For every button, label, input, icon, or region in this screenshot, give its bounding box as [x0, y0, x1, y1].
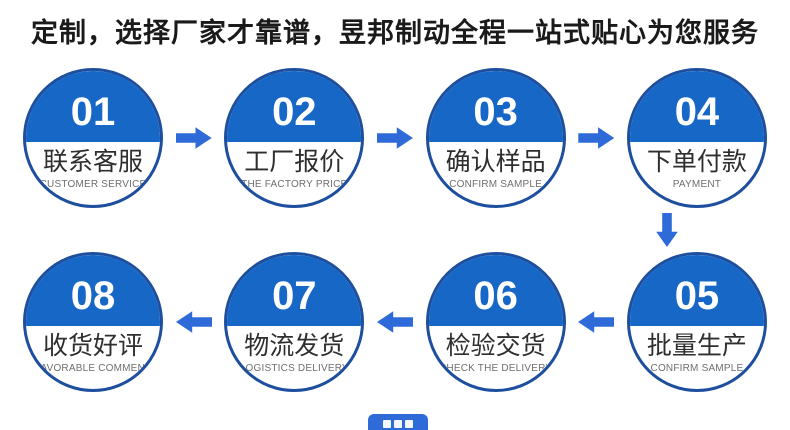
step-04-number-panel: 04	[629, 71, 764, 143]
arrow-right-icon	[578, 127, 615, 149]
step-circle-04: 04 下单付款 PAYMENT	[626, 68, 767, 208]
step-label-en: THE FACTORY PRICE	[241, 179, 348, 191]
step-label-cn: 工厂报价	[244, 148, 345, 177]
step-number: 07	[272, 273, 317, 318]
process-row-bottom: 08 收货好评 FAVORABLE COMMENT 07 物流发货 LOGIST…	[23, 252, 767, 392]
arrow-left-icon	[377, 310, 413, 334]
page-title: 定制，选择厂家才靠谱，昱邦制动全程一站式贴心为您服务	[31, 18, 759, 48]
step-07-number-panel: 07	[227, 255, 362, 327]
step-label-en: CONFIRM SAMPLE	[650, 363, 744, 375]
step-number: 02	[272, 89, 317, 134]
step-label-cn: 下单付款	[646, 148, 747, 177]
step-circle-03: 03 确认样品 CONFIRM SAMPLE	[425, 68, 566, 208]
step-label-cn: 确认样品	[445, 148, 546, 177]
bottom-cutoff-banner[interactable]	[368, 414, 428, 430]
step-03-number-panel: 03	[428, 71, 563, 143]
arrow-down-icon	[656, 213, 678, 247]
step-label-cn: 批量生产	[646, 332, 747, 361]
step-circle-01: 01 联系客服 CUSTOMER SERVICE	[23, 68, 163, 208]
step-number: 05	[674, 273, 720, 318]
step-label-en: CONFIRM SAMPLE	[449, 179, 543, 191]
glyph-mark	[394, 420, 402, 428]
arrow-right-icon	[175, 127, 212, 149]
step-number: 04	[674, 89, 720, 134]
step-circle-05: 05 批量生产 CONFIRM SAMPLE	[626, 252, 767, 392]
arrow-left-icon	[176, 310, 212, 334]
step-05-number-panel: 05	[629, 255, 764, 327]
glyph-mark	[383, 420, 391, 428]
arrow-left-icon	[578, 310, 614, 334]
step-label-cn: 物流发货	[244, 332, 345, 361]
step-08-number-panel: 08	[26, 255, 160, 327]
step-01-number-panel: 01	[26, 71, 160, 143]
step-circle-02: 02 工厂报价 THE FACTORY PRICE	[224, 68, 365, 208]
step-number: 08	[70, 273, 116, 318]
step-06-number-panel: 06	[428, 255, 563, 327]
step-label-en: FAVORABLE COMMENT	[34, 363, 152, 375]
process-row-top: 01 联系客服 CUSTOMER SERVICE 02 工厂报价 THE FAC…	[23, 68, 767, 208]
step-label-cn: 检验交货	[445, 332, 546, 361]
step-label-en: CUSTOMER SERVICE	[39, 179, 147, 191]
step-circle-07: 07 物流发货 LOGISTICS DELIVERY	[224, 252, 365, 392]
step-circle-06: 06 检验交货 CHECK THE DELIVERY	[425, 252, 566, 392]
step-label-cn: 联系客服	[42, 148, 143, 177]
arrow-right-icon	[376, 127, 413, 149]
step-number: 03	[473, 89, 518, 134]
step-number: 01	[70, 89, 116, 134]
step-circle-08: 08 收货好评 FAVORABLE COMMENT	[23, 252, 163, 392]
step-number: 06	[473, 273, 518, 318]
glyph-mark	[405, 420, 413, 428]
step-02-number-panel: 02	[227, 71, 362, 143]
step-label-en: LOGISTICS DELIVERY	[239, 363, 349, 375]
step-label-en: PAYMENT	[672, 179, 722, 191]
step-label-en: CHECK THE DELIVERY	[438, 363, 553, 375]
step-label-cn: 收货好评	[42, 332, 143, 361]
